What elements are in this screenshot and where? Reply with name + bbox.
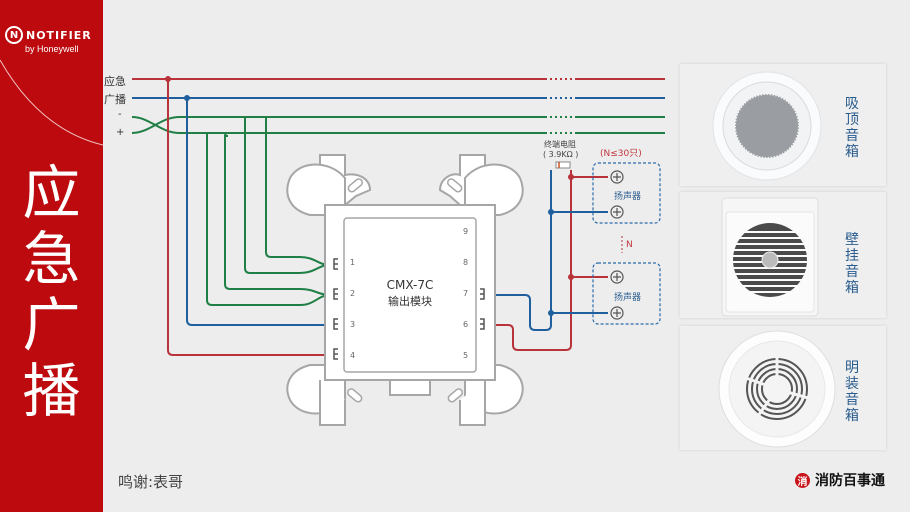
product-label-char: 音 <box>845 128 859 144</box>
sidebar: N NOTIFIER by Honeywell 应 急 广 播 <box>0 0 103 512</box>
eol-resistor-value: ( 3.9KΩ ) <box>543 150 579 159</box>
plus-bus-wire <box>131 116 665 134</box>
output-blue-wire <box>496 170 552 331</box>
decorative-arc <box>0 59 103 146</box>
terminal-plus-icon <box>610 170 624 184</box>
page-title: 应 急 广 播 <box>0 160 103 424</box>
terminal-label: 7 <box>463 289 469 298</box>
logo-name: NOTIFIER <box>26 28 92 42</box>
terminal-label: 3 <box>350 320 356 329</box>
logo-subtitle: by Honeywell <box>25 44 79 54</box>
product-card-surface: 明 装 音 箱 <box>680 326 886 450</box>
cmx-7c-module <box>343 217 477 373</box>
product-label: 吸 顶 音 箱 <box>844 96 860 160</box>
bus-break <box>545 75 575 137</box>
junction-dot <box>568 274 574 280</box>
bus-label-plus: + <box>116 127 125 138</box>
product-card-ceiling: 吸 顶 音 箱 <box>680 64 886 186</box>
terminal-label: 2 <box>350 289 356 298</box>
ceiling-speaker-image <box>712 71 822 181</box>
terminal-screw-icon <box>480 288 485 300</box>
title-char: 播 <box>22 357 81 425</box>
terminal-label: 8 <box>463 258 469 267</box>
bus-label-minus: - <box>118 109 122 120</box>
terminal-screw-icon <box>480 318 485 330</box>
product-label: 壁 挂 音 箱 <box>844 232 860 296</box>
module-name: 输出模块 <box>388 295 432 308</box>
module-model: CMX-7C <box>386 278 434 292</box>
green-wire-t2b <box>224 132 331 296</box>
eol-resistor-icon <box>555 161 571 169</box>
repeat-label: N <box>626 240 633 250</box>
notifier-logo: N NOTIFIER <box>5 26 92 44</box>
publisher-logo-icon: 消 <box>795 472 810 488</box>
green-wire-t2a <box>206 133 331 306</box>
terminal-screw-icon <box>333 318 338 330</box>
junction-dot <box>184 95 190 101</box>
terminal-label: 1 <box>350 258 356 267</box>
publisher-name: 消防百事通 <box>815 473 885 489</box>
product-label-char: 音 <box>845 264 859 280</box>
speaker-terminals <box>610 170 624 320</box>
product-label-char: 挂 <box>845 248 859 264</box>
product-label-char: 壁 <box>845 232 859 248</box>
mount-slot <box>447 388 464 403</box>
title-char: 急 <box>22 225 81 293</box>
mount-slot <box>446 178 463 193</box>
notifier-logo-icon: N <box>5 26 23 44</box>
speaker-box-1 <box>592 162 661 224</box>
product-label-char: 音 <box>845 392 859 408</box>
bus-label-emergency: 应急 <box>104 75 126 88</box>
junction-dot <box>568 174 574 180</box>
product-label-char: 箱 <box>845 144 859 160</box>
product-label-char: 箱 <box>845 280 859 296</box>
credit-text: 鸣谢:表哥 <box>118 473 184 491</box>
terminal-label: 4 <box>350 351 356 360</box>
surface-speaker-image <box>718 330 836 448</box>
terminal-label: 5 <box>463 351 469 360</box>
terminal-plus-icon <box>610 270 624 284</box>
product-label-char: 明 <box>845 360 859 376</box>
junction-dot <box>165 76 171 82</box>
terminal-screw-icon <box>333 258 338 270</box>
speaker-box-2 <box>592 262 661 325</box>
terminal-screw-icon <box>333 288 338 300</box>
green-wire-t1a <box>244 117 331 274</box>
output-red-wire <box>496 170 572 351</box>
terminal-plus-icon <box>610 306 624 320</box>
product-label: 明 装 音 箱 <box>844 360 860 424</box>
terminal-screws <box>333 258 485 360</box>
terminal-plus-icon <box>610 205 624 219</box>
bus-label-broadcast: 广播 <box>104 93 126 106</box>
mount-tabs-bottom <box>319 380 486 426</box>
eol-resistor-label: 终端电阻 <box>544 140 576 149</box>
minus-bus-wire <box>131 116 245 134</box>
wall-speaker-image <box>721 197 819 317</box>
terminal-label: 6 <box>463 320 469 329</box>
speaker-label: 扬声器 <box>614 192 642 202</box>
speaker-limit-note: (N≤30只) <box>600 149 642 159</box>
base-notch <box>389 379 431 396</box>
product-label-char: 吸 <box>845 96 859 112</box>
junction-dot <box>548 310 554 316</box>
publisher-logo: 消 消防百事通 <box>795 470 885 490</box>
mount-slot <box>347 178 364 193</box>
title-char: 应 <box>22 159 81 227</box>
blue-drop-wire <box>186 98 330 326</box>
product-card-wall: 壁 挂 音 箱 <box>680 192 886 318</box>
green-wire-t1b <box>265 117 331 266</box>
product-label-char: 装 <box>845 376 859 392</box>
terminal-label: 9 <box>463 227 469 236</box>
mount-slot <box>346 388 363 403</box>
title-char: 广 <box>22 291 81 359</box>
red-drop-wire <box>167 79 330 356</box>
terminal-screw-icon <box>333 348 338 360</box>
speaker-label: 扬声器 <box>614 293 642 303</box>
product-label-char: 箱 <box>845 408 859 424</box>
product-label-char: 顶 <box>845 112 859 128</box>
junction-dot <box>548 209 554 215</box>
